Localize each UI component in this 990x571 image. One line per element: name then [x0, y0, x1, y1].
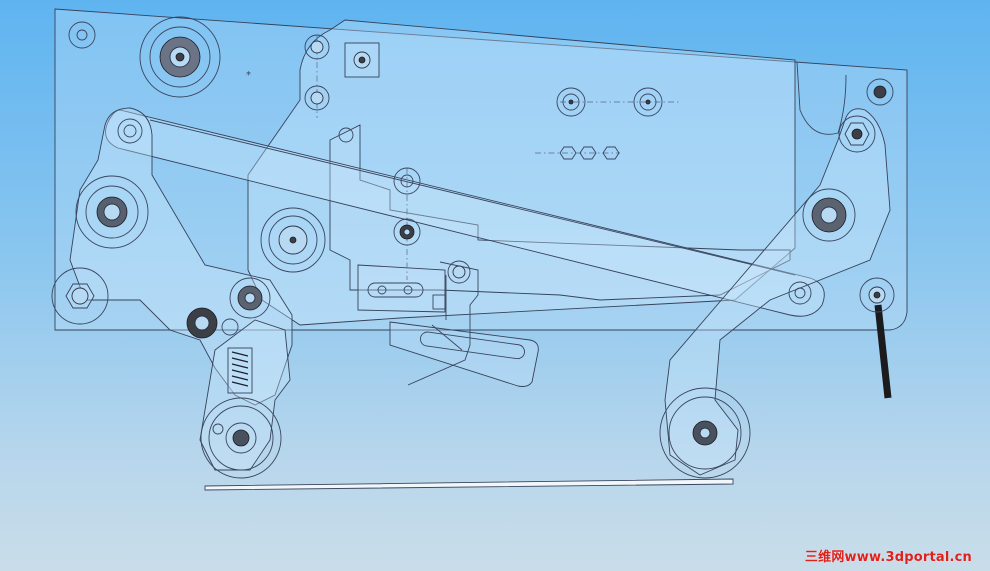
diagonal-link [105, 109, 825, 317]
watermark-text: 三维网www.3dportal.cn [804, 550, 972, 565]
hex-nut [51, 267, 109, 325]
slot-bracket [389, 321, 539, 387]
left-lower-arm [199, 319, 291, 471]
centre-roller [260, 207, 326, 273]
right-small-hole [788, 281, 812, 305]
upper-frame-plate [247, 19, 796, 326]
hex-row [559, 146, 620, 160]
spring [227, 347, 253, 394]
clip-roller [447, 260, 471, 284]
right-wheel [659, 387, 751, 479]
top-right-hole [866, 78, 894, 106]
square-block [344, 42, 380, 78]
left-roller [75, 175, 149, 249]
gear [139, 16, 221, 98]
right-hex-bolt [838, 115, 876, 153]
small-gear [186, 307, 218, 339]
twin-hole-2 [633, 87, 663, 117]
right-roller [802, 188, 856, 242]
diagonal-link-edge [149, 119, 796, 276]
cable [859, 277, 895, 399]
lever-top-hole [117, 118, 143, 144]
corner-hole-inner [76, 29, 88, 41]
mid-pivot-1 [393, 167, 421, 195]
slot-screw-1 [377, 285, 387, 295]
upper-pivot-1 [304, 34, 330, 60]
mid-pivot-2 [393, 218, 421, 246]
slotted-plate [329, 124, 791, 301]
small-hole [338, 127, 354, 143]
upper-pivot-2 [304, 85, 330, 111]
origin-mark: * [246, 70, 251, 81]
bearing-1 [229, 277, 271, 319]
twin-hole-1 [556, 87, 586, 117]
plate-notch [796, 61, 847, 135]
corner-hole [68, 21, 96, 49]
left-wheel [200, 397, 282, 479]
small-slot-plate [357, 264, 446, 313]
spring-clip [407, 261, 479, 386]
bracket-slot [419, 331, 525, 360]
bottom-rail [204, 478, 734, 491]
small-plate-slot [367, 282, 424, 298]
left-lever [69, 107, 293, 406]
slot-screw-2 [403, 285, 413, 295]
small-pin [221, 318, 239, 336]
clip-block [432, 294, 446, 310]
